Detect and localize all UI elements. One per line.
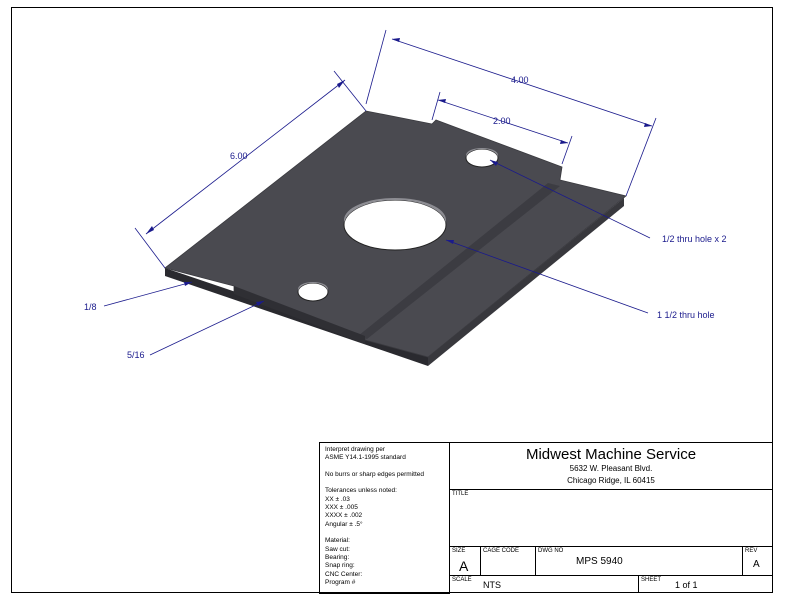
plate-groove: [358, 183, 560, 339]
scale-cell: SCALE NTS: [449, 575, 639, 593]
callout-thickness-thick: 5/16: [127, 350, 145, 360]
company-name: Midwest Machine Service: [525, 446, 697, 463]
drawing-sheet-border: [11, 7, 773, 593]
cage-code-cell: CAGE CODE: [480, 546, 536, 576]
plate-step-front: [234, 286, 365, 344]
dim-label-length: 6.00: [230, 151, 248, 161]
note-line: Interpret drawing per: [325, 446, 385, 453]
small-hole-bottom: [297, 282, 329, 302]
cage-code-label: CAGE CODE: [483, 548, 520, 554]
note-line: XXX ± .005: [325, 504, 358, 512]
large-hole: [343, 199, 447, 251]
title-label: TITLE: [452, 491, 469, 497]
dwg-no-value: MPS 5940: [576, 556, 623, 567]
note-line: Program #: [325, 579, 356, 587]
sheet-cell: SHEET 1 of 1: [638, 575, 773, 593]
rev-label: REV: [745, 548, 758, 554]
note-line: Material:: [325, 537, 350, 545]
company-address-line2: Chicago Ridge, IL 60415: [567, 476, 655, 485]
note-line: Bearing:: [325, 554, 350, 562]
dimension-arrows: [146, 38, 652, 306]
note-line: No burrs or sharp edges permitted: [325, 470, 424, 478]
dwg-no-cell: DWG NO MPS 5940: [535, 546, 743, 576]
scale-value: NTS: [483, 580, 501, 590]
dim-label-hole-spacing: 2.00: [493, 116, 511, 126]
dwg-no-label: DWG NO: [538, 548, 564, 554]
note-line: ASME Y14.1-1995 standard: [325, 454, 406, 462]
sheet-value: 1 of 1: [675, 580, 698, 590]
scale-label: SCALE: [452, 577, 472, 583]
note-line: Snap ring:: [325, 562, 355, 570]
callout-thickness-thin: 1/8: [84, 302, 97, 312]
company-block: Midwest Machine Service 5632 W. Pleasant…: [449, 442, 773, 490]
note-line: Tolerances unless noted:: [325, 487, 397, 495]
company-address-line1: 5632 W. Pleasant Blvd.: [569, 464, 653, 473]
callout-small-holes: 1/2 thru hole x 2: [662, 234, 727, 244]
note-line: Saw cut:: [325, 545, 350, 553]
sheet-label: SHEET: [641, 577, 662, 583]
dim-label-width: 4.00: [511, 75, 529, 85]
size-value: A: [459, 558, 469, 574]
note-line: Angular ± .5°: [325, 520, 363, 528]
note-line: XXXX ± .002: [325, 512, 363, 520]
rev-cell: REV A: [742, 546, 773, 576]
size-label: SIZE: [452, 548, 466, 554]
rev-value: A: [753, 559, 760, 570]
general-notes: Interpret drawing per ASME Y14.1-1995 st…: [319, 442, 450, 594]
dimension-lines: [103, 29, 657, 356]
title-cell: TITLE: [449, 489, 773, 547]
note-line: XX ± .03: [325, 495, 350, 503]
size-cell: SIZE A: [449, 546, 481, 576]
small-hole-top: [465, 148, 499, 168]
note-line: CNC Center:: [325, 570, 363, 578]
callout-large-hole: 1 1/2 thru hole: [657, 310, 715, 320]
plate-side-right: [428, 198, 624, 366]
